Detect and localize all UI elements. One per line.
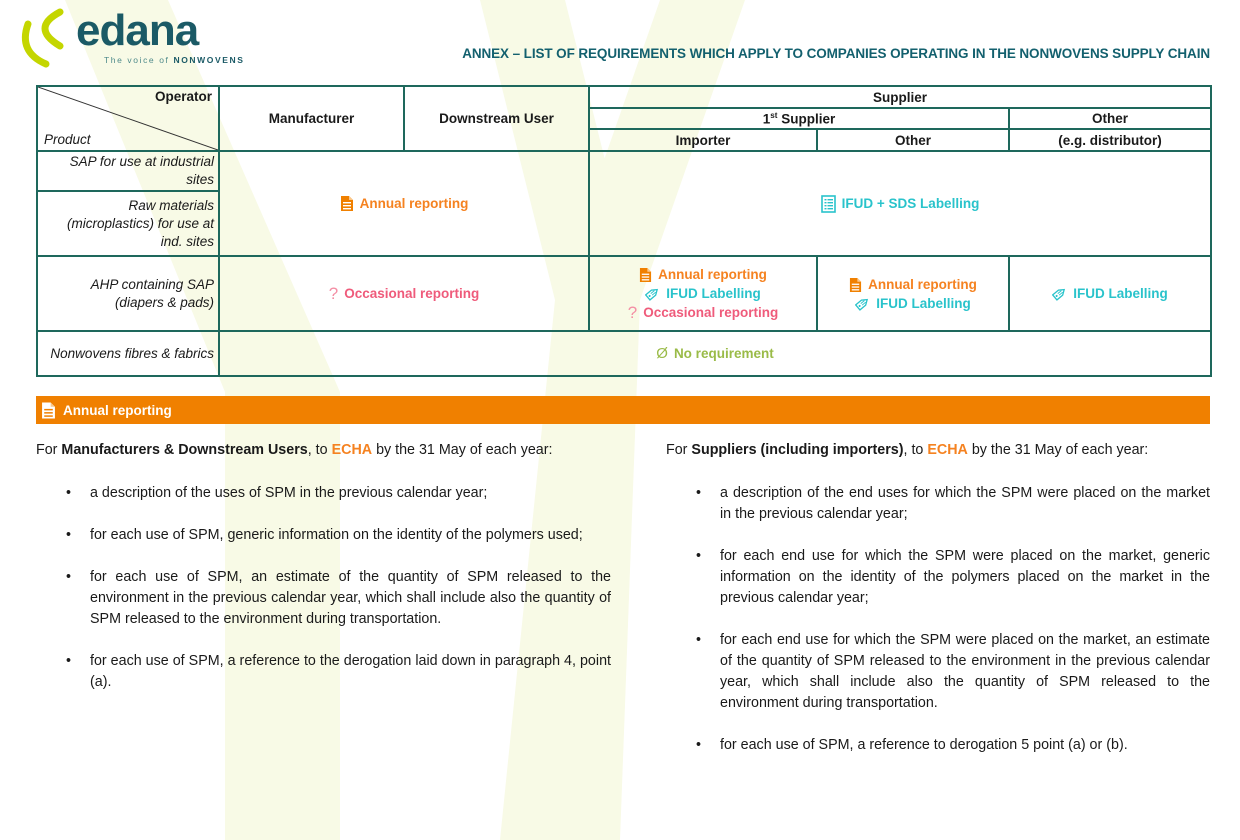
requirement-label: Occasional reporting — [344, 286, 480, 302]
document-icon — [340, 196, 353, 212]
document-icon — [850, 277, 862, 292]
col-header-other: Other — [1008, 107, 1212, 130]
bullet-marker: • — [66, 527, 72, 543]
cell-other-supplier-requirements: Annual reporting IFUD Labelling — [816, 255, 1010, 333]
requirement-label: Occasional reporting — [643, 304, 779, 320]
document-icon — [42, 401, 55, 419]
product-cell-nonwovens: Nonwovens fibres & fabrics — [36, 330, 220, 378]
requirements-table: Operator Product Manufacturer Downstream… — [36, 85, 1212, 378]
cell-no-requirement: Ø No requirement — [218, 330, 1212, 378]
bullet-marker: • — [66, 569, 72, 585]
body-section: For Manufacturers & Downstream Users, to… — [36, 440, 1210, 777]
col-header-distributor: (e.g. distributor) — [1008, 128, 1212, 152]
document-icon — [640, 267, 652, 282]
col-header-downstream-user: Downstream User — [403, 85, 590, 152]
cell-importer-requirements: Annual reporting IFUD Labelling — [588, 255, 818, 333]
echa-label: ECHA — [927, 442, 968, 458]
requirement-label: No requirement — [673, 346, 774, 362]
col-header-manufacturer: Manufacturer — [218, 85, 405, 152]
cell-distributor-requirements: IFUD Labelling — [1008, 255, 1212, 333]
bullet-item: •for each use of SPM, generic informatio… — [36, 525, 611, 546]
question-mark-icon: ? — [328, 284, 339, 304]
requirement-label: Annual reporting — [868, 277, 977, 293]
bullet-item: •for each end use for which the SPM were… — [666, 630, 1210, 714]
requirement-label: IFUD Labelling — [876, 295, 971, 311]
tag-icon — [1052, 289, 1066, 302]
bullet-marker: • — [66, 485, 72, 501]
requirement-label: IFUD + SDS Labelling — [841, 196, 980, 212]
intro-audience: Manufacturers & Downstream Users — [61, 442, 308, 458]
bullet-marker: • — [696, 485, 702, 501]
section-suppliers: For Suppliers (including importers), to … — [666, 440, 1210, 777]
product-cell-raw-materials: Raw materials (microplastics) for use at… — [36, 190, 220, 258]
logo-brand: edana — [76, 6, 199, 55]
bullet-marker: • — [696, 737, 702, 753]
bullet-marker: • — [696, 632, 702, 648]
cell-annual-reporting: Annual reporting — [218, 149, 590, 258]
cell-ifud-sds-labelling: IFUD + SDS Labelling — [588, 149, 1212, 258]
annual-reporting-banner: Annual reporting — [36, 396, 1210, 424]
col-header-supplier: Supplier — [588, 85, 1212, 109]
corner-product-label: Product — [44, 132, 91, 147]
product-cell-sap: SAP for use at industrial sites — [36, 149, 220, 193]
bullet-item: •a description of the end uses for which… — [666, 483, 1210, 525]
tag-icon — [645, 288, 659, 301]
bullet-marker: • — [696, 548, 702, 564]
intro-manufacturers: For Manufacturers & Downstream Users, to… — [36, 442, 553, 458]
tag-icon — [855, 298, 869, 311]
requirement-label: IFUD Labelling — [666, 285, 761, 301]
logo-tagline: The voice of NONWOVENS — [104, 55, 245, 65]
corner-operator-label: Operator — [154, 89, 212, 104]
list-document-icon — [820, 194, 836, 213]
bullet-item: •for each use of SPM, a reference to the… — [36, 651, 611, 693]
cell-occasional-reporting: ? Occasional reporting — [218, 255, 590, 333]
logo-mark-icon — [21, 8, 64, 68]
corner-cell: Operator Product — [36, 85, 220, 152]
section-manufacturers: For Manufacturers & Downstream Users, to… — [36, 440, 611, 777]
col-header-importer: Importer — [588, 128, 818, 152]
col-header-first-supplier: 1st Supplier — [588, 107, 1010, 130]
requirement-label: Annual reporting — [658, 267, 767, 283]
bullet-item: •for each use of SPM, a reference to der… — [666, 735, 1210, 756]
bullet-item: •for each use of SPM, an estimate of the… — [36, 567, 611, 630]
intro-audience: Suppliers (including importers) — [691, 442, 904, 458]
diagonal-line — [38, 87, 218, 150]
page-title: ANNEX – LIST OF REQUIREMENTS WHICH APPLY… — [462, 46, 1210, 61]
question-mark-icon: ? — [627, 302, 638, 322]
bullet-marker: • — [66, 653, 72, 669]
col-header-other-sub: Other — [816, 128, 1010, 152]
intro-suppliers: For Suppliers (including importers), to … — [666, 442, 1149, 458]
banner-label: Annual reporting — [63, 402, 172, 418]
edana-logo: edana The voice of NONWOVENS — [16, 8, 245, 70]
bullet-item: •a description of the uses of SPM in the… — [36, 483, 611, 504]
requirement-label: IFUD Labelling — [1073, 286, 1168, 302]
bullet-item: •for each end use for which the SPM were… — [666, 546, 1210, 609]
requirement-label: Annual reporting — [359, 196, 469, 212]
empty-set-icon: Ø — [656, 345, 668, 363]
echa-label: ECHA — [331, 442, 373, 458]
product-cell-ahp: AHP containing SAP (diapers & pads) — [36, 255, 220, 333]
